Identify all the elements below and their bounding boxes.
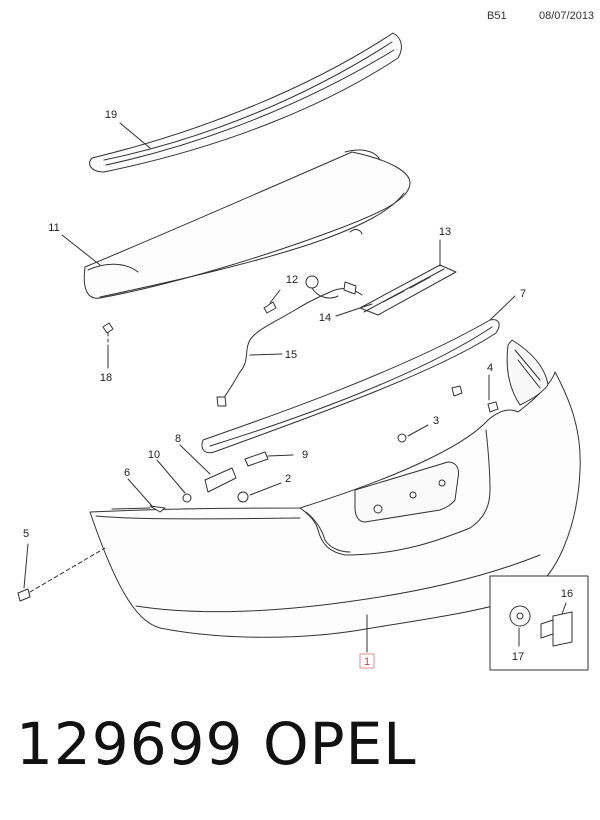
callout-10: 10 bbox=[148, 449, 160, 461]
callout-11: 11 bbox=[48, 222, 59, 234]
part-12-clip bbox=[263, 301, 277, 314]
part-10-clip bbox=[182, 493, 192, 503]
callout-4: 4 bbox=[487, 362, 493, 374]
part-9-sensor bbox=[244, 451, 269, 467]
callout-18: 18 bbox=[100, 372, 112, 384]
callout-8: 8 bbox=[175, 433, 181, 445]
part-2-nut bbox=[237, 491, 249, 503]
callout-2: 2 bbox=[285, 473, 291, 485]
callout-5: 5 bbox=[23, 528, 29, 540]
diagram-code: B51 bbox=[487, 10, 507, 22]
part-4-nuts bbox=[451, 385, 499, 413]
callout-3: 3 bbox=[433, 415, 439, 427]
callout-14: 14 bbox=[319, 312, 331, 324]
part-15-wiring-harness bbox=[216, 275, 363, 407]
brand-name: OPEL bbox=[263, 710, 417, 778]
part-11-upper-spoiler bbox=[83, 149, 411, 299]
diagram-date: 08/07/2013 bbox=[539, 10, 595, 22]
callout-7: 7 bbox=[520, 288, 526, 300]
part-1-rear-bumper bbox=[89, 339, 581, 638]
callout-15: 15 bbox=[285, 349, 297, 361]
part-7-trim-strip bbox=[201, 319, 500, 454]
callout-6: 6 bbox=[124, 467, 130, 479]
part-3-nut bbox=[397, 433, 407, 443]
part-8-bracket bbox=[204, 467, 237, 493]
part-19-spoiler-lip bbox=[89, 32, 402, 173]
part-13-brake-light bbox=[359, 264, 457, 316]
callout-17: 17 bbox=[512, 651, 524, 663]
part-number: 129699 bbox=[16, 710, 244, 778]
part-5-clip bbox=[17, 547, 106, 602]
callout-1: 1 bbox=[364, 656, 370, 668]
callout-13: 13 bbox=[439, 226, 451, 238]
callout-12: 12 bbox=[286, 274, 298, 286]
callout-19: 19 bbox=[105, 109, 117, 121]
inset-detail bbox=[489, 575, 589, 671]
callout-16: 16 bbox=[561, 588, 573, 600]
part-6-bolt bbox=[111, 505, 166, 513]
callout-9: 9 bbox=[302, 449, 308, 461]
